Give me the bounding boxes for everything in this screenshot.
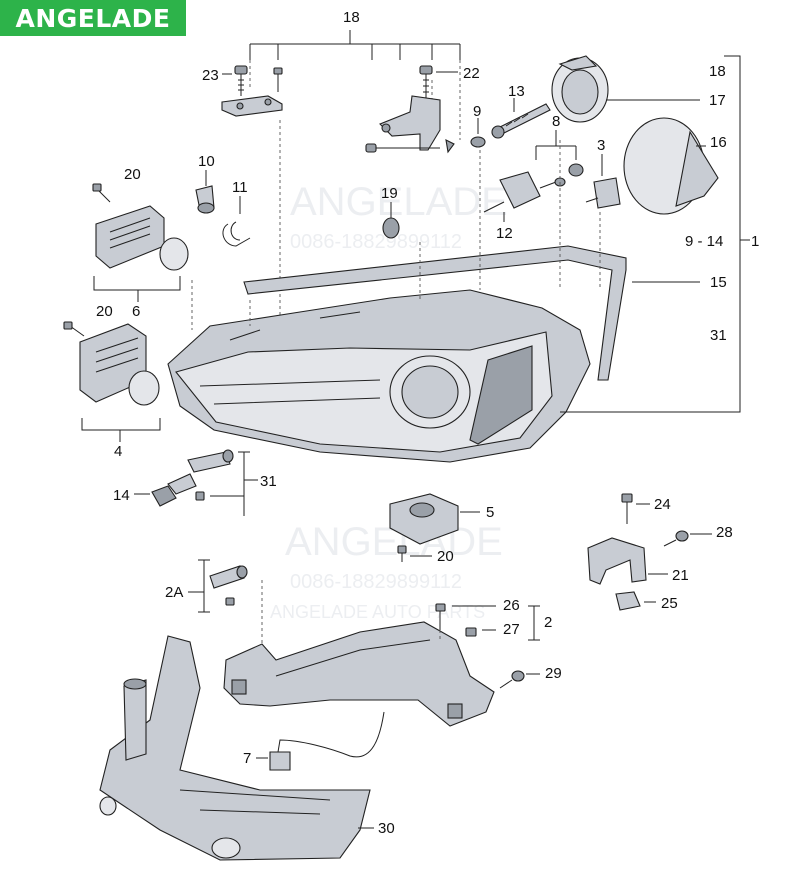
- adjuster-shaft-13: [491, 98, 551, 139]
- callout-label: 5: [486, 504, 494, 521]
- nut-9: [470, 118, 486, 148]
- control-module-5: [389, 493, 480, 562]
- callout-label: 30: [378, 820, 395, 837]
- callout-label: 20: [437, 548, 454, 565]
- callout-label: 25: [661, 595, 678, 612]
- callout-label: 15: [710, 274, 727, 291]
- cover-cap-16: [623, 117, 719, 215]
- adjuster-14: [134, 473, 197, 507]
- callout-label: 31: [260, 473, 277, 490]
- callout-label: 2: [544, 614, 552, 631]
- callout-label: 3: [597, 137, 605, 154]
- bracket-plate: [221, 95, 283, 117]
- headlamp-housing-1: [167, 289, 740, 463]
- callout-label: 17: [709, 92, 726, 109]
- callout-label: 11: [232, 179, 248, 196]
- actuator-12: [483, 171, 541, 222]
- watermark: 0086-18829899112: [290, 571, 462, 593]
- pin-2A: [188, 559, 248, 613]
- ballast-6: [92, 183, 189, 302]
- screw-28: [663, 530, 712, 547]
- nut-8b: [568, 163, 584, 177]
- callout-label: 6: [132, 303, 140, 320]
- screw-23: [234, 65, 248, 96]
- bracket-8-group: [535, 130, 584, 189]
- pin-31: [187, 449, 258, 516]
- clip-25: [615, 591, 656, 611]
- bracket-18-group: [221, 30, 461, 330]
- mount-bracket-2: [223, 580, 495, 727]
- screw-8a: [539, 177, 566, 189]
- ballast-4: [63, 321, 161, 442]
- callout-label: 9: [473, 103, 481, 120]
- clip-11: [222, 196, 251, 247]
- callout-label: 8: [552, 113, 560, 130]
- callout-label: 31: [710, 327, 727, 344]
- callout-label: 20: [96, 303, 113, 320]
- callout-label: 26: [503, 597, 520, 614]
- ring-17: [551, 55, 700, 123]
- callout-label: 1: [751, 233, 759, 250]
- clip-27: [465, 605, 540, 641]
- callout-label: 24: [654, 496, 671, 513]
- callout-label: 13: [508, 83, 525, 100]
- callout-label: 12: [496, 225, 513, 242]
- hose-7: [256, 711, 385, 771]
- watermark: ANGELADE AUTO PARTS: [270, 602, 485, 622]
- watermark: ANGELADE: [290, 180, 508, 224]
- adjuster-bracket: [365, 95, 455, 154]
- screw-22: [419, 65, 433, 98]
- bumper-bracket-30: [99, 635, 374, 861]
- callout-label: 28: [716, 524, 733, 541]
- callout-label: 19: [381, 185, 398, 202]
- callout-label: 16: [710, 134, 727, 151]
- callout-label: 2A: [165, 584, 183, 601]
- bolt-small: [273, 67, 283, 92]
- callout-label: 18: [343, 9, 360, 26]
- callout-label: 9 - 14: [685, 233, 723, 250]
- callout-label: 4: [114, 443, 122, 460]
- callout-label: 18: [709, 63, 726, 80]
- callout-label: 14: [113, 487, 130, 504]
- callout-label: 20: [124, 166, 141, 183]
- bracket-21-group: [587, 493, 712, 611]
- watermark: 0086-18829899112: [290, 231, 462, 253]
- group-bracket-1: [724, 55, 750, 413]
- brand-logo: ANGELADE: [0, 0, 186, 36]
- callout-label: 23: [202, 67, 219, 84]
- callout-label: 22: [463, 65, 480, 82]
- screw-24: [621, 493, 650, 524]
- screw-29: [499, 670, 540, 689]
- callout-label: 10: [198, 153, 215, 170]
- bulb-3: [585, 154, 621, 209]
- screw-26: [435, 603, 496, 630]
- grommet-19: [382, 202, 400, 239]
- callout-label: 7: [243, 750, 251, 767]
- callout-label: 21: [672, 567, 689, 584]
- bulb-holder-10: [195, 170, 215, 214]
- callout-label: 27: [503, 621, 520, 638]
- callout-label: 29: [545, 665, 562, 682]
- trim-strip-15: [243, 245, 700, 381]
